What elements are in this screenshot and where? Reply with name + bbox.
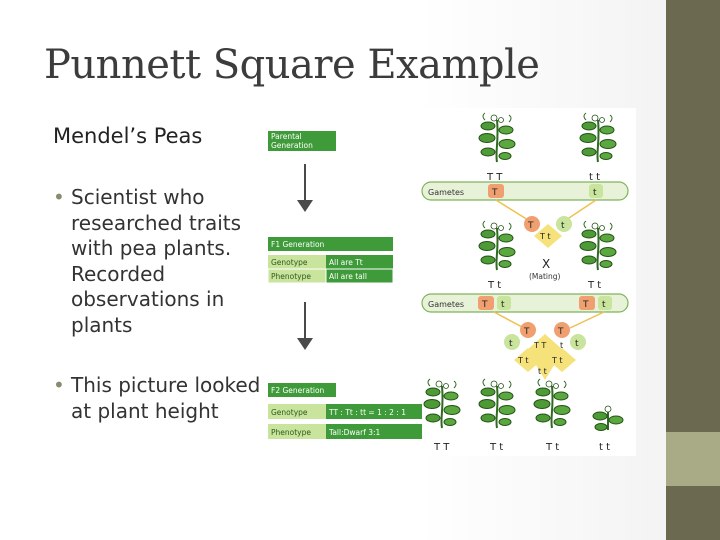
bullet-item: • This picture looked at plant height [53, 373, 261, 424]
svg-text:F1 Generation: F1 Generation [271, 240, 325, 249]
f2-info-table: Genotype TT : Tt : tt = 1 : 2 : 1 Phenot… [268, 404, 422, 439]
side-accent-band-light [666, 432, 720, 486]
f1-generation-header: F1 Generation [268, 237, 393, 251]
svg-text:All are tall: All are tall [329, 272, 367, 281]
svg-text:T: T [523, 327, 530, 337]
down-arrow-icon [297, 302, 313, 350]
svg-text:T T: T T [533, 341, 546, 350]
svg-text:T: T [557, 327, 564, 337]
f2-generation-header: F2 Generation [268, 383, 336, 397]
pea-plant-tall-icon [579, 112, 617, 163]
pea-plant-tall-icon [533, 378, 571, 429]
svg-text:T: T [582, 300, 589, 310]
f1-info-table: Genotype All are Tt Phenotype All are ta… [267, 255, 394, 284]
svg-text:T: T [481, 300, 488, 310]
svg-text:Tall:Dwarf 3:1: Tall:Dwarf 3:1 [328, 428, 381, 437]
f2-genotype-label: t t [599, 442, 610, 453]
cross-lines [495, 199, 597, 221]
bullet-dot-icon: • [53, 373, 65, 397]
svg-text:t: t [560, 341, 563, 350]
svg-text:t: t [501, 300, 505, 310]
bullet-item: • Scientist who researched traits with p… [53, 185, 261, 338]
pea-plant-tall-icon [423, 378, 461, 429]
svg-text:T: T [527, 221, 534, 231]
bullet-dot-icon: • [53, 185, 65, 209]
f2-genotype-label: T t [545, 442, 559, 453]
gametes-band: Gametes T t [421, 181, 629, 201]
mating-label: (Mating) [529, 272, 561, 281]
svg-text:Genotype: Genotype [271, 258, 308, 267]
svg-text:t: t [593, 188, 597, 198]
f1-genotype-label: T t [487, 280, 501, 291]
svg-text:t t: t t [538, 367, 547, 376]
f1-genotype-label: T t [587, 280, 601, 291]
svg-text:Genotype: Genotype [271, 408, 308, 417]
svg-text:T t: T t [539, 232, 551, 241]
svg-text:All are Tt: All are Tt [329, 258, 363, 267]
punnett-cross-f1: T t T t [524, 216, 572, 248]
pea-plant-tall-icon [579, 220, 617, 271]
mating-symbol: X [542, 257, 550, 271]
cross-lines [493, 311, 605, 329]
parental-generation-header: Parental Generation [268, 131, 336, 151]
svg-text:F2 Generation: F2 Generation [271, 386, 325, 395]
svg-text:t: t [561, 221, 565, 231]
svg-text:Phenotype: Phenotype [271, 428, 311, 437]
punnett-diagram: Parental Generation F1 Generation Genoty… [262, 108, 636, 456]
down-arrow-icon [297, 164, 313, 212]
slide-subtitle: Mendel’s Peas [53, 124, 203, 148]
parent-genotype-label: t t [589, 172, 600, 183]
side-accent-band [666, 0, 720, 432]
svg-text:T: T [491, 188, 498, 198]
svg-text:TT : Tt : tt = 1 : 2 : 1: TT : Tt : tt = 1 : 2 : 1 [328, 408, 406, 417]
svg-text:T t: T t [517, 356, 529, 365]
svg-text:Gametes: Gametes [428, 188, 464, 197]
svg-text:T t: T t [551, 356, 563, 365]
svg-text:t: t [509, 339, 513, 349]
pea-plant-dwarf-icon [592, 405, 624, 432]
slide-title: Punnett Square Example [44, 42, 540, 88]
svg-text:Generation: Generation [271, 141, 313, 150]
pea-plant-tall-icon [478, 220, 516, 271]
pea-plant-tall-icon [478, 378, 516, 429]
bullet-text: Scientist who researched traits with pea… [71, 185, 242, 337]
punnett-cross-f2: T T t t T T t T t T t t t [504, 322, 586, 380]
gametes-band: Gametes T t T t [421, 293, 629, 313]
pea-plant-tall-icon [478, 112, 516, 163]
bullet-text: This picture looked at plant height [71, 373, 261, 423]
svg-text:Parental: Parental [271, 132, 302, 141]
f2-genotype-label: T t [489, 442, 503, 453]
parent-genotype-label: T T [486, 172, 503, 183]
f2-genotype-label: T T [433, 442, 450, 453]
side-accent-band-bottom [666, 486, 720, 540]
svg-text:Gametes: Gametes [428, 300, 464, 309]
svg-text:Phenotype: Phenotype [271, 272, 311, 281]
svg-text:t: t [602, 300, 606, 310]
svg-text:t: t [575, 339, 579, 349]
